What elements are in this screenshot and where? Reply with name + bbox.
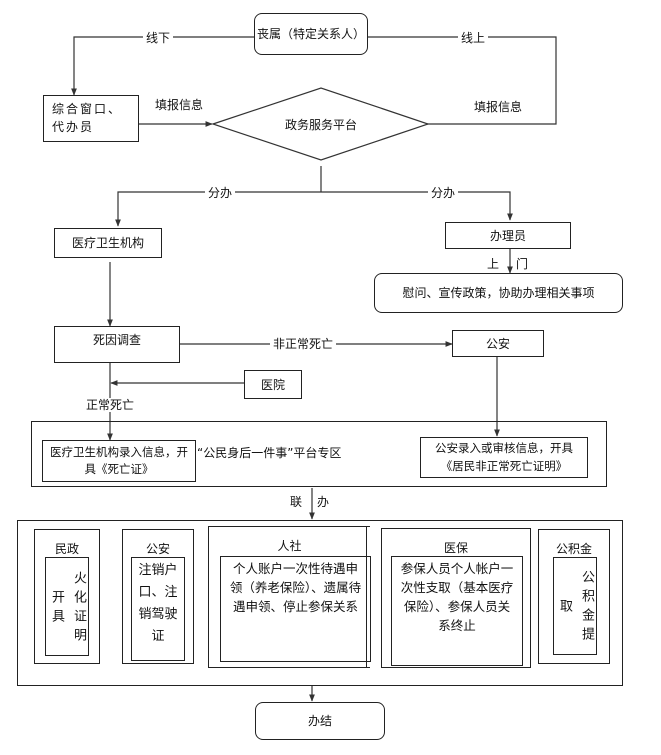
label-offline: 线下 [143, 31, 174, 45]
platform-diamond-shape [211, 87, 430, 161]
label-online: 线上 [458, 31, 489, 45]
department-medical-insurance-name: 医保 [443, 541, 468, 555]
visit-node: 慰问、宣传政策，协助办理相关事项 [374, 273, 623, 313]
end-node: 办结 [255, 702, 385, 740]
department-civil-affairs-name: 民政 [54, 542, 79, 556]
connector-split-left [115, 191, 321, 227]
label-joint-1: 联 [288, 495, 305, 509]
label-visit-2: 门 [516, 257, 529, 271]
department-medical-insurance-task-text: 参保人员个人帐户一次性支取（基本医疗保险）、参保人员关系终止 [400, 561, 514, 633]
label-split-right: 分办 [428, 186, 459, 200]
department-police-name: 公安 [145, 542, 170, 556]
department-police: 公安 注销户口、注销驾驶证 [122, 529, 194, 664]
departments-container [17, 520, 623, 686]
window-agent-box: 综合窗口、代办员 [43, 95, 139, 142]
medical-org-node: 医疗卫生机构 [54, 228, 162, 258]
label-split-left: 分办 [205, 186, 236, 200]
medical-org-label: 医疗卫生机构 [71, 236, 144, 250]
handler-label: 办理员 [489, 228, 526, 243]
platform-zone-title-text: “公民身后一件事”平台专区 [197, 446, 342, 460]
window-agent-label: 综合窗口、代办员 [52, 102, 123, 134]
hospital-node: 医院 [244, 370, 302, 399]
department-civil-affairs-task: 火化证明开具 [45, 557, 89, 656]
label-joint-2: 办 [315, 495, 332, 509]
department-civil-affairs-task-text: 火化证明开具 [49, 570, 86, 647]
department-housing-fund-name: 公积金 [555, 542, 592, 556]
department-hr-social: 人社 个人账户一次性待遇申领（养老保险）、遗属待遇申领、停止参保关系 [208, 526, 371, 668]
label-fill-info-left: 填报信息 [152, 98, 207, 112]
platform-node: 政务服务平台 [240, 116, 402, 133]
department-medical-insurance: 医保 参保人员个人帐户一次性支取（基本医疗保险）、参保人员关系终止 [381, 528, 531, 668]
start-node-label: 丧属（特定关系人） [256, 27, 365, 41]
department-medical-insurance-task: 参保人员个人帐户一次性支取（基本医疗保险）、参保人员关系终止 [391, 556, 523, 666]
department-hr-social-task-text: 个人账户一次性待遇申领（养老保险）、遗属待遇申领、停止参保关系 [229, 561, 362, 614]
department-housing-fund: 公积金 公积金提取 [538, 529, 610, 664]
start-node: 丧属（特定关系人） [254, 13, 368, 55]
police-node: 公安 [452, 330, 544, 357]
police-certificate-label: 公安录入或审核信息，开具《居民非正常死亡证明》 [435, 441, 573, 473]
death-investigation-label: 死因调查 [92, 333, 141, 347]
department-housing-fund-task: 公积金提取 [553, 557, 597, 655]
label-abnormal-death: 非正常死亡 [270, 337, 337, 351]
connector-offline [71, 36, 254, 96]
platform-zone: “公民身后一件事”平台专区 [31, 421, 607, 487]
label-visit-1: 上 [487, 257, 500, 271]
department-police-task-text: 注销户口、注销驾驶证 [138, 563, 178, 644]
police-certificate-box: 公安录入或审核信息，开具《居民非正常死亡证明》 [420, 437, 588, 478]
death-investigation-node: 死因调查 [54, 326, 180, 363]
label-normal-death: 正常死亡 [83, 398, 138, 412]
connector-split-right [321, 191, 513, 221]
department-housing-fund-task-text: 公积金提取 [557, 570, 594, 646]
department-hr-social-name: 人社 [277, 539, 302, 553]
end-node-label: 办结 [307, 714, 332, 728]
label-fill-info-right: 填报信息 [471, 100, 526, 114]
department-civil-affairs: 民政 火化证明开具 [34, 529, 100, 664]
department-hr-social-edge [366, 526, 367, 668]
medical-certificate-box: 医疗卫生机构录入信息，开具《死亡证》 [42, 440, 196, 482]
department-hr-social-task: 个人账户一次性待遇申领（养老保险）、遗属待遇申领、停止参保关系 [220, 556, 371, 662]
hospital-label: 医院 [260, 377, 285, 392]
handler-node: 办理员 [445, 222, 571, 249]
department-police-task: 注销户口、注销驾驶证 [131, 557, 185, 661]
medical-certificate-label: 医疗卫生机构录入信息，开具《死亡证》 [50, 444, 188, 476]
visit-label: 慰问、宣传政策，协助办理相关事项 [402, 286, 595, 300]
police-label: 公安 [485, 336, 510, 351]
platform-zone-title: “公民身后一件事”平台专区 [197, 444, 341, 461]
platform-label: 政务服务平台 [284, 118, 357, 132]
